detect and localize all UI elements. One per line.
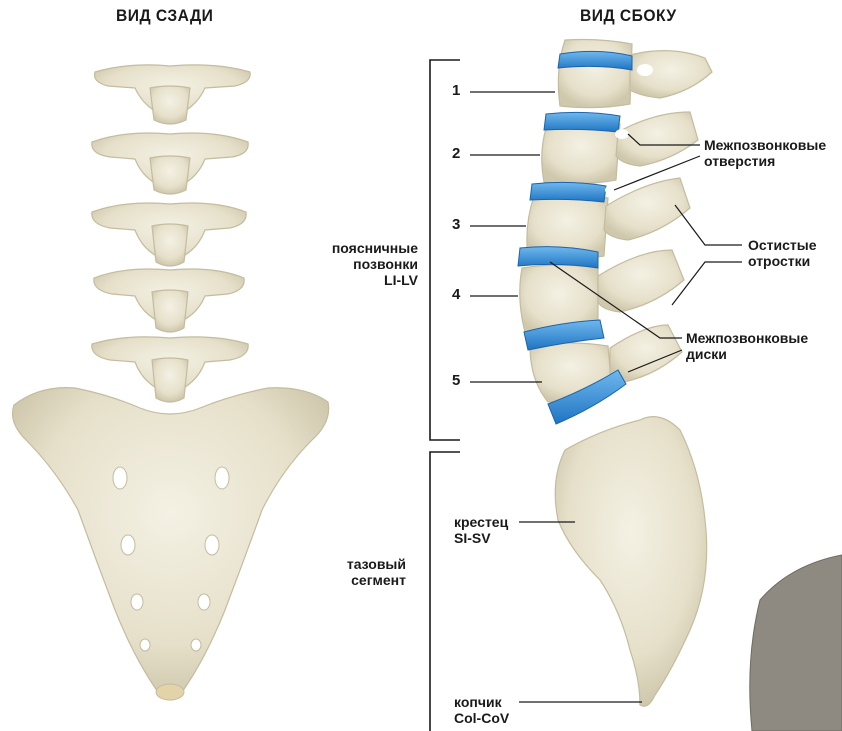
back-vertebra-4 — [94, 269, 244, 332]
lumbar-label-line3: LI-LV — [300, 272, 418, 288]
foramina-label-line2: отверстия — [704, 153, 826, 169]
side-view-title: ВИД СБОКУ — [580, 6, 677, 26]
spinous-processes-label: Остистые отростки — [748, 237, 817, 269]
back-view-title: ВИД СЗАДИ — [116, 6, 213, 26]
foramina-label: Межпозвонковые отверстия — [704, 137, 826, 169]
back-view-spine — [13, 65, 329, 700]
side-spinous-4 — [598, 250, 684, 312]
foramen-hole-2 — [605, 185, 619, 195]
coccyx-label: копчик Col-CoV — [454, 694, 509, 726]
disc-3 — [530, 182, 606, 202]
coccyx-label-line2: Col-CoV — [454, 710, 509, 726]
side-body-1 — [558, 40, 632, 108]
lumbar-label-line2: позвонки — [300, 256, 418, 272]
back-vertebra-5 — [92, 337, 248, 402]
back-vertebra-3 — [92, 203, 246, 266]
foramina-label-line1: Межпозвонковые — [704, 137, 826, 153]
lumbar-label-line1: поясничные — [300, 240, 418, 256]
back-vertebra-1 — [95, 65, 251, 124]
side-sacrum — [555, 417, 706, 707]
sacrum-label-line2: SI-SV — [454, 530, 508, 546]
vertebra-number-3: 3 — [452, 216, 460, 233]
disc-4 — [518, 247, 598, 268]
disc-2 — [544, 112, 620, 132]
back-vertebra-2 — [92, 133, 248, 194]
discs-label-line2: диски — [686, 346, 808, 362]
vertebra-number-4: 4 — [452, 286, 460, 303]
discs-label: Межпозвонковые диски — [686, 330, 808, 362]
pelvis-fragment — [750, 555, 842, 731]
side-spinous-5 — [610, 325, 682, 382]
pelvic-segment-label: тазовый сегмент — [300, 556, 406, 588]
pelvic-bracket — [430, 452, 460, 731]
lumbar-vertebrae-label: поясничные позвонки LI-LV — [300, 240, 418, 288]
sacrum-label: крестец SI-SV — [454, 514, 508, 546]
vertebra-number-1: 1 — [452, 82, 460, 99]
spinous-label-line1: Остистые — [748, 237, 817, 253]
side-spinous-2 — [616, 112, 698, 166]
spinous-label-line2: отростки — [748, 253, 817, 269]
discs-label-line1: Межпозвонковые — [686, 330, 808, 346]
foramen-hole-3 — [637, 64, 653, 76]
sacrum-label-line1: крестец — [454, 514, 508, 530]
pelvic-label-line1: тазовый — [300, 556, 406, 572]
vertebra-number-5: 5 — [452, 372, 460, 389]
back-sacrum — [13, 388, 329, 700]
back-coccyx — [156, 684, 184, 700]
vertebra-number-2: 2 — [452, 145, 460, 162]
coccyx-label-line1: копчик — [454, 694, 509, 710]
foramen-hole-1 — [615, 129, 629, 139]
pelvic-label-line2: сегмент — [300, 572, 406, 588]
